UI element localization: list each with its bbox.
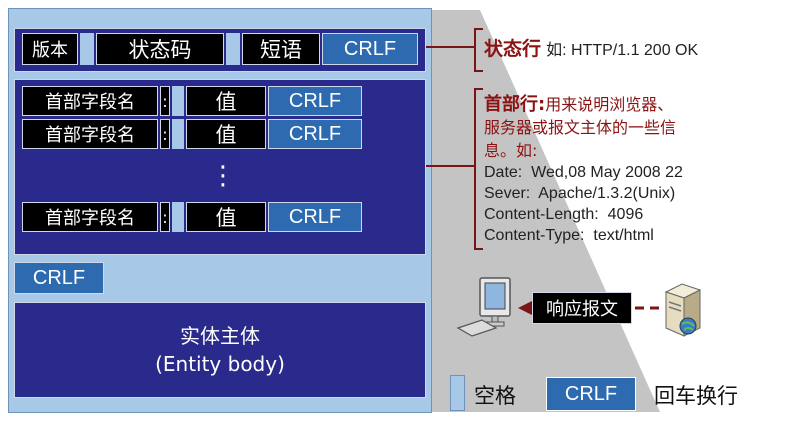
status-title: 状态行 <box>484 38 542 60</box>
space-marker <box>172 202 184 232</box>
phrase-field: 短语 <box>242 33 320 65</box>
status-bracket <box>474 28 483 72</box>
header-annotation: 首部行:用来说明浏览器、 服务器或报文主体的一些信 息。如: Date: Wed… <box>484 93 784 246</box>
version-field: 版本 <box>22 33 78 65</box>
header-field-name: 首部字段名 <box>22 86 158 116</box>
header-example: Date: Wed,08 May 2008 22 <box>484 164 683 181</box>
header-value: 值 <box>186 202 266 232</box>
header-example: Content-Type: text/html <box>484 227 654 244</box>
legend-space-label: 空格 <box>474 384 516 408</box>
entity-body-label: 实体主体 <box>179 324 260 348</box>
header-desc: 息。如: <box>484 141 538 160</box>
response-message-label: 响应报文 <box>532 292 632 324</box>
client-computer-icon <box>456 277 511 337</box>
header-field-name: 首部字段名 <box>22 202 158 232</box>
ellipsis: ⋮ <box>210 161 236 191</box>
server-icon <box>664 283 702 337</box>
header-desc: 用来说明浏览器、 <box>545 95 674 114</box>
header-bracket <box>474 88 483 250</box>
header-crlf: CRLF <box>268 202 362 232</box>
legend-crlf-box: CRLF <box>546 377 636 411</box>
header-example: Content-Length: 4096 <box>484 206 644 223</box>
header-example: Sever: Apache/1.3.2(Unix) <box>484 185 676 202</box>
entity-body-band: 实体主体 (Entity body) <box>14 302 426 398</box>
space-marker <box>172 86 184 116</box>
header-value: 值 <box>186 119 266 149</box>
legend-crlf-label: 回车换行 <box>654 384 738 408</box>
header-value: 值 <box>186 86 266 116</box>
legend-space-swatch <box>450 375 465 411</box>
space-marker <box>80 33 94 65</box>
space-marker <box>226 33 240 65</box>
header-crlf: CRLF <box>268 86 362 116</box>
space-marker <box>172 119 184 149</box>
status-annotation: 状态行 如: HTTP/1.1 200 OK <box>484 34 784 61</box>
status-example: 如: HTTP/1.1 200 OK <box>546 42 699 59</box>
status-code-field: 状态码 <box>96 33 224 65</box>
status-line-crlf: CRLF <box>322 33 418 65</box>
header-colon: : <box>160 202 170 232</box>
header-desc: 服务器或报文主体的一些信 <box>484 118 677 137</box>
entity-body-english: (Entity body) <box>155 352 285 376</box>
blank-line-crlf: CRLF <box>14 262 104 294</box>
header-colon: : <box>160 86 170 116</box>
header-crlf: CRLF <box>268 119 362 149</box>
header-colon: : <box>160 119 170 149</box>
header-title: 首部行: <box>484 94 546 115</box>
header-field-name: 首部字段名 <box>22 119 158 149</box>
